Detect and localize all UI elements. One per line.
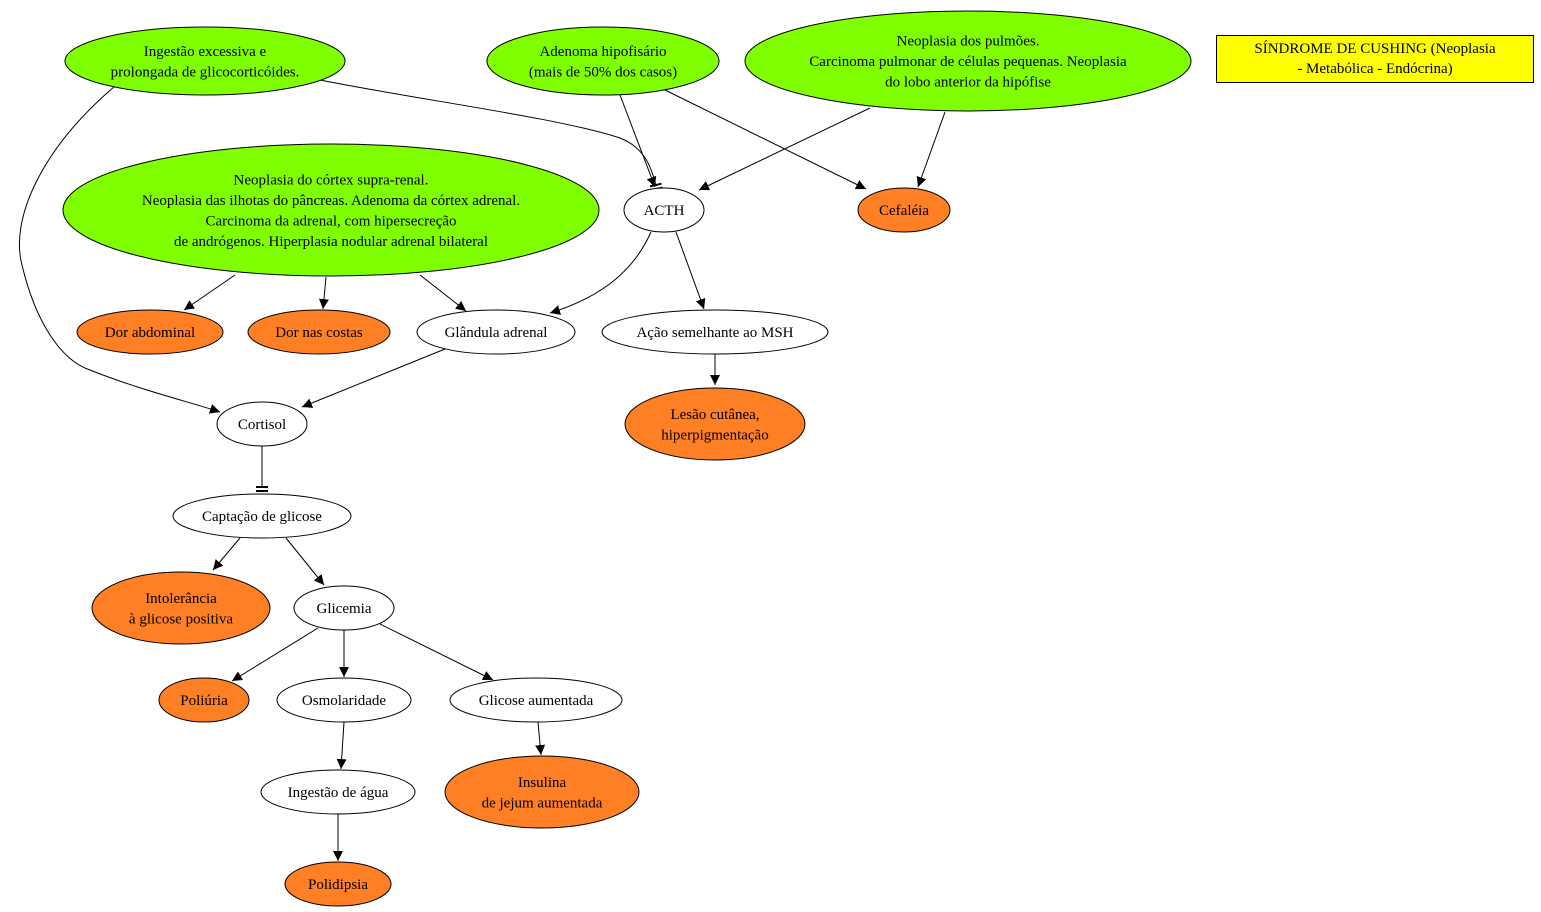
node-label: Lesão cutânea, bbox=[670, 407, 759, 423]
node-shape bbox=[293, 585, 395, 631]
title-line-1: SÍNDROME DE CUSHING (Neoplasia bbox=[1254, 41, 1496, 57]
node-shape bbox=[744, 10, 1192, 112]
node-shape bbox=[64, 26, 346, 96]
node-label: Neoplasia das ilhotas do pâncreas. Adeno… bbox=[142, 193, 520, 209]
edge-glicemia-to-glicose-aumentada bbox=[379, 623, 494, 681]
node-label: Glicemia bbox=[317, 601, 372, 617]
node-label: Cortisol bbox=[238, 417, 286, 433]
node-label: Ação semelhante ao MSH bbox=[636, 325, 793, 341]
edge-acth-to-acao-msh bbox=[675, 231, 706, 310]
node-lesao-cutanea: Lesão cutânea, hiperpigmentação bbox=[624, 387, 806, 461]
node-cefaleia: Cefaléia bbox=[857, 187, 951, 233]
node-adenoma-hipofisario: Adenoma hipofisário (mais de 50% dos caso… bbox=[486, 26, 720, 96]
edge-neoplasia-cortex-to-dor-abdominal bbox=[183, 274, 236, 311]
edge-adenoma-hipofisario-to-cefaleia bbox=[664, 89, 867, 190]
node-label: Adenoma hipofisário bbox=[539, 44, 666, 60]
edge-glicemia-to-poliuria bbox=[231, 627, 319, 682]
node-glicose-aumentada: Glicose aumentada bbox=[449, 677, 623, 723]
node-acth: ACTH bbox=[623, 187, 705, 233]
node-neoplasia-cortex: Neoplasia do córtex supra-renal. Neoplasi… bbox=[62, 143, 600, 277]
node-neoplasia-pulmoes: Neoplasia dos pulmões. Carcinoma pulmonar… bbox=[744, 10, 1192, 112]
node-label: prolongada de glicocorticóides. bbox=[111, 64, 300, 80]
node-label: Poliúria bbox=[180, 693, 228, 709]
node-shape bbox=[276, 677, 412, 723]
node-shape bbox=[623, 187, 705, 233]
node-label: Cefaléia bbox=[879, 203, 929, 219]
edge-captacao-glicose-to-intolerancia bbox=[212, 537, 241, 571]
node-shape bbox=[449, 677, 623, 723]
edge-glicocorticoides-to-acth bbox=[319, 79, 663, 192]
node-shape bbox=[247, 309, 391, 355]
node-dor-costas: Dor nas costas bbox=[247, 309, 391, 355]
node-label: (mais de 50% dos casos) bbox=[529, 64, 677, 80]
node-label: Carcinoma pulmonar de células pequenas. … bbox=[809, 54, 1127, 70]
node-label: Carcinoma da adrenal, com hipersecreção bbox=[205, 213, 456, 229]
node-label: Ingestão excessiva e bbox=[144, 44, 267, 60]
node-shape bbox=[76, 309, 224, 355]
node-shape bbox=[284, 861, 392, 907]
edge-neoplasia-cortex-to-dor-costas bbox=[318, 276, 329, 310]
node-label: à glicose positiva bbox=[129, 611, 233, 627]
node-shape bbox=[260, 769, 416, 815]
node-glandula-adrenal: Glândula adrenal bbox=[416, 309, 576, 355]
edge-glicose-aumentada-to-insulina bbox=[535, 721, 546, 756]
node-insulina: Insulina de jejum aumentada bbox=[444, 755, 640, 829]
edge-adenoma-hipofisario-to-acth bbox=[619, 94, 657, 188]
node-shape bbox=[158, 677, 250, 723]
edge-glicocorticoides-to-cortisol bbox=[18, 85, 221, 414]
node-label: ACTH bbox=[644, 203, 685, 219]
diagram-title: SÍNDROME DE CUSHING (Neoplasia - Metaból… bbox=[1216, 35, 1534, 83]
node-shape bbox=[172, 493, 352, 539]
edge-neoplasia-pulmoes-to-acth bbox=[698, 107, 871, 191]
edge-neoplasia-cortex-to-glandula-adrenal bbox=[419, 274, 467, 312]
node-glicemia: Glicemia bbox=[293, 585, 395, 631]
node-shape bbox=[62, 143, 600, 277]
node-shape bbox=[416, 309, 576, 355]
node-label: Dor abdominal bbox=[105, 325, 195, 341]
node-glicocorticoides: Ingestão excessiva e prolongada de glicoc… bbox=[64, 26, 346, 96]
edge-neoplasia-pulmoes-to-cefaleia bbox=[916, 111, 946, 188]
node-shape bbox=[624, 387, 806, 461]
node-shape bbox=[91, 571, 271, 645]
node-shape bbox=[216, 401, 308, 447]
node-label: Neoplasia do córtex supra-renal. bbox=[234, 172, 429, 188]
node-label: Dor nas costas bbox=[275, 325, 363, 341]
node-label: Insulina bbox=[518, 775, 567, 791]
node-label: Glicose aumentada bbox=[479, 693, 594, 709]
node-label: Osmolaridade bbox=[302, 693, 386, 709]
node-shape bbox=[444, 755, 640, 829]
node-shape bbox=[486, 26, 720, 96]
node-intolerancia: Intolerância à glicose positiva bbox=[91, 571, 271, 645]
node-dor-abdominal: Dor abdominal bbox=[76, 309, 224, 355]
node-shape bbox=[857, 187, 951, 233]
edge-acth-to-glandula-adrenal bbox=[549, 231, 652, 315]
node-label: hiperpigmentação bbox=[661, 427, 768, 443]
node-ingestao-agua: Ingestão de água bbox=[260, 769, 416, 815]
node-captacao-glicose: Captação de glicose bbox=[172, 493, 352, 539]
edge-osmolaridade-to-ingestao-agua bbox=[336, 721, 347, 770]
edge-captacao-glicose-to-glicemia bbox=[285, 537, 325, 586]
node-poliuria: Poliúria bbox=[158, 677, 250, 723]
title-line-2: - Metabólica - Endócrina) bbox=[1297, 61, 1453, 77]
node-cortisol: Cortisol bbox=[216, 401, 308, 447]
node-acao-msh: Ação semelhante ao MSH bbox=[601, 309, 829, 355]
node-polidipsia: Polidipsia bbox=[284, 861, 392, 907]
node-label: Neoplasia dos pulmões. bbox=[897, 34, 1040, 50]
node-shape bbox=[601, 309, 829, 355]
edge-glandula-adrenal-to-cortisol bbox=[301, 348, 446, 408]
node-label: do lobo anterior da hipófise bbox=[885, 75, 1051, 91]
node-label: Ingestão de água bbox=[288, 785, 389, 801]
node-label: Polidipsia bbox=[308, 877, 368, 893]
node-osmolaridade: Osmolaridade bbox=[276, 677, 412, 723]
node-label: de jejum aumentada bbox=[482, 795, 603, 811]
node-label: de andrógenos. Hiperplasia nodular adren… bbox=[174, 234, 488, 250]
node-label: Captação de glicose bbox=[202, 509, 322, 525]
node-label: Intolerância bbox=[145, 591, 217, 607]
node-label: Glândula adrenal bbox=[445, 325, 548, 341]
